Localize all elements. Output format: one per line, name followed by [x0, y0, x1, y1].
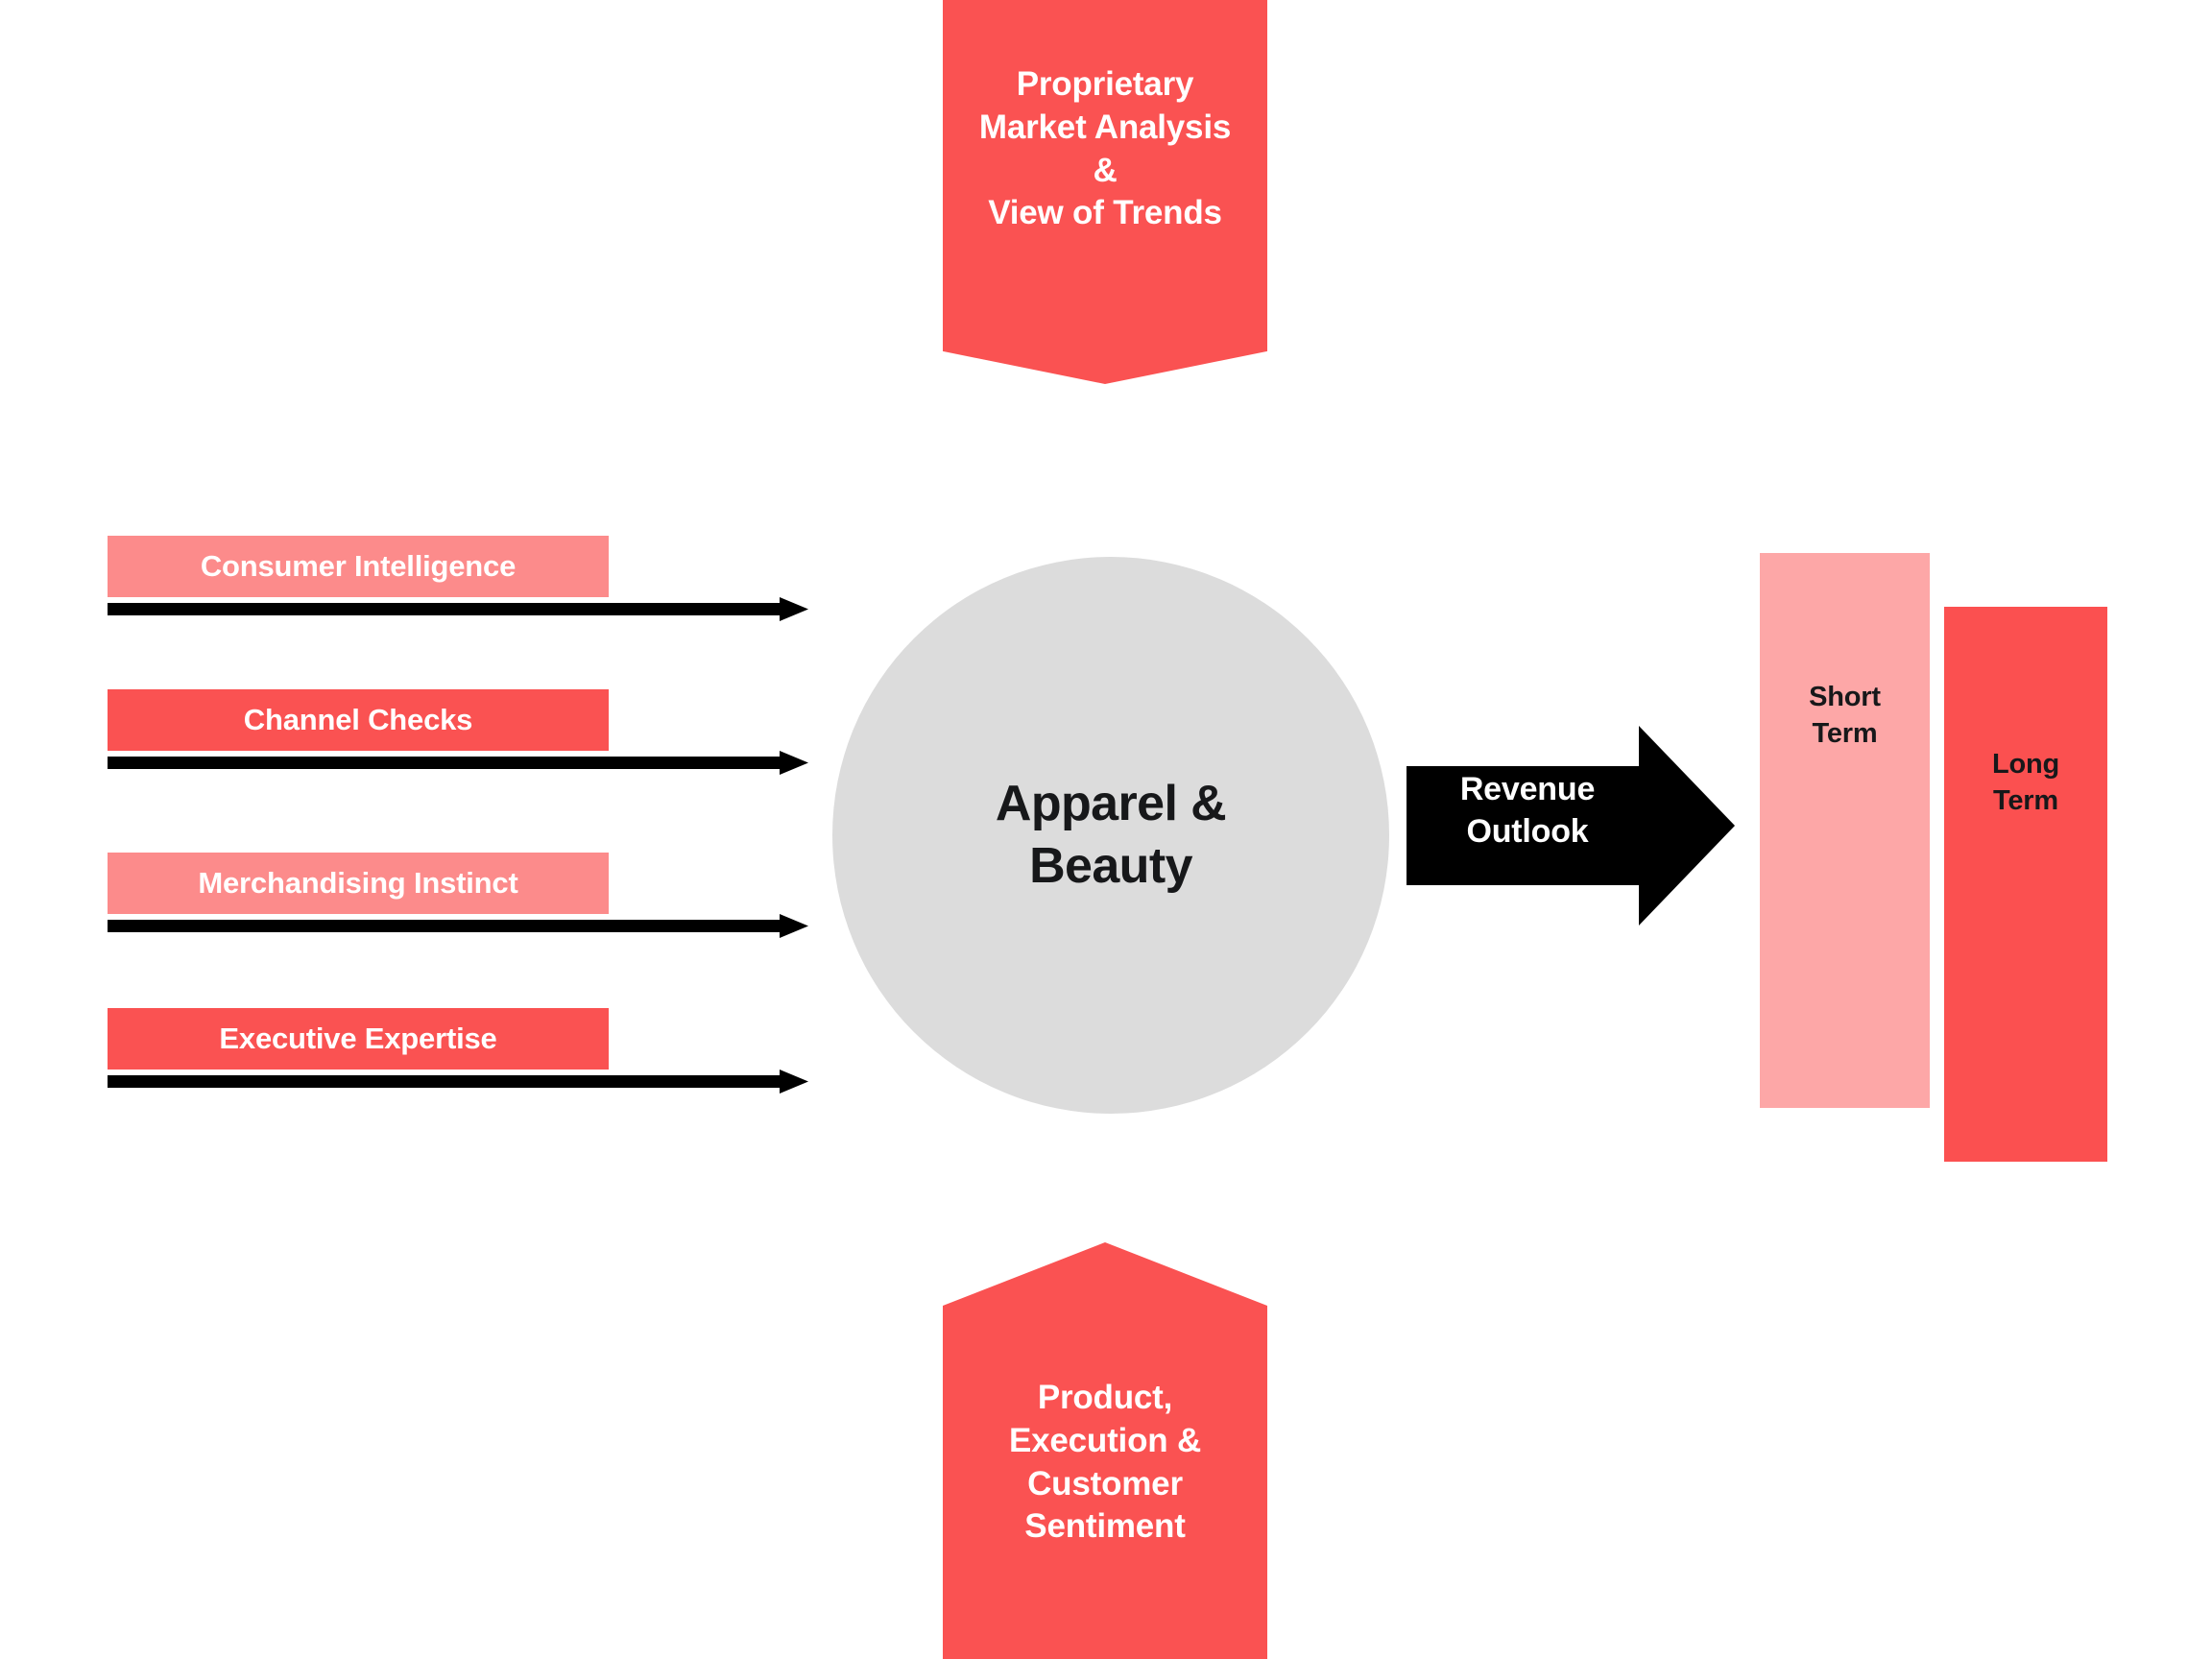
input-label-consumer-intelligence: Consumer Intelligence	[200, 549, 517, 583]
revenue-outlook-arrow: Revenue Outlook	[1405, 726, 1737, 926]
input-bar-channel-checks[interactable]: Channel Checks	[108, 689, 609, 751]
input-label-channel-checks: Channel Checks	[243, 703, 473, 736]
input-bar-consumer-intelligence[interactable]: Consumer Intelligence	[108, 536, 609, 597]
top-banner-label: Proprietary Market Analysis & View of Tr…	[978, 65, 1232, 232]
input-row-executive-expertise: Executive Expertise	[108, 1008, 808, 1100]
revenue-outlook-label: Revenue Outlook	[1459, 771, 1596, 851]
outcome-label-long-term: Long Term	[1991, 748, 2060, 816]
input-arrow-icon-2	[108, 751, 808, 781]
input-row-merchandising-instinct: Merchandising Instinct	[108, 853, 808, 945]
input-label-executive-expertise: Executive Expertise	[219, 1022, 497, 1055]
input-row-channel-checks: Channel Checks	[108, 689, 808, 781]
center-node-apparel-and-beauty[interactable]: Apparel & Beauty	[832, 557, 1389, 1114]
bottom-banner-label: Product, Execution & Customer Sentiment	[1008, 1379, 1202, 1546]
center-node-label: Apparel & Beauty	[995, 776, 1227, 894]
input-label-merchandising-instinct: Merchandising Instinct	[198, 866, 518, 900]
outcome-label-short-term: Short Term	[1809, 681, 1881, 749]
input-arrow-icon-3	[108, 914, 808, 945]
outcome-bar-long-term[interactable]: Long Term	[1944, 607, 2107, 1162]
top-banner-proprietary-market-analysis: Proprietary Market Analysis & View of Tr…	[943, 0, 1267, 384]
input-arrow-icon-1	[108, 597, 808, 628]
bottom-banner-product-execution-customer-sentiment: Product, Execution & Customer Sentiment	[943, 1242, 1267, 1659]
input-bar-merchandising-instinct[interactable]: Merchandising Instinct	[108, 853, 609, 914]
input-bar-executive-expertise[interactable]: Executive Expertise	[108, 1008, 609, 1070]
right-arrow-icon	[1407, 726, 1735, 926]
outcome-bar-short-term[interactable]: Short Term	[1760, 553, 1930, 1108]
input-arrow-icon-4	[108, 1070, 808, 1100]
input-row-consumer-intelligence: Consumer Intelligence	[108, 536, 808, 628]
